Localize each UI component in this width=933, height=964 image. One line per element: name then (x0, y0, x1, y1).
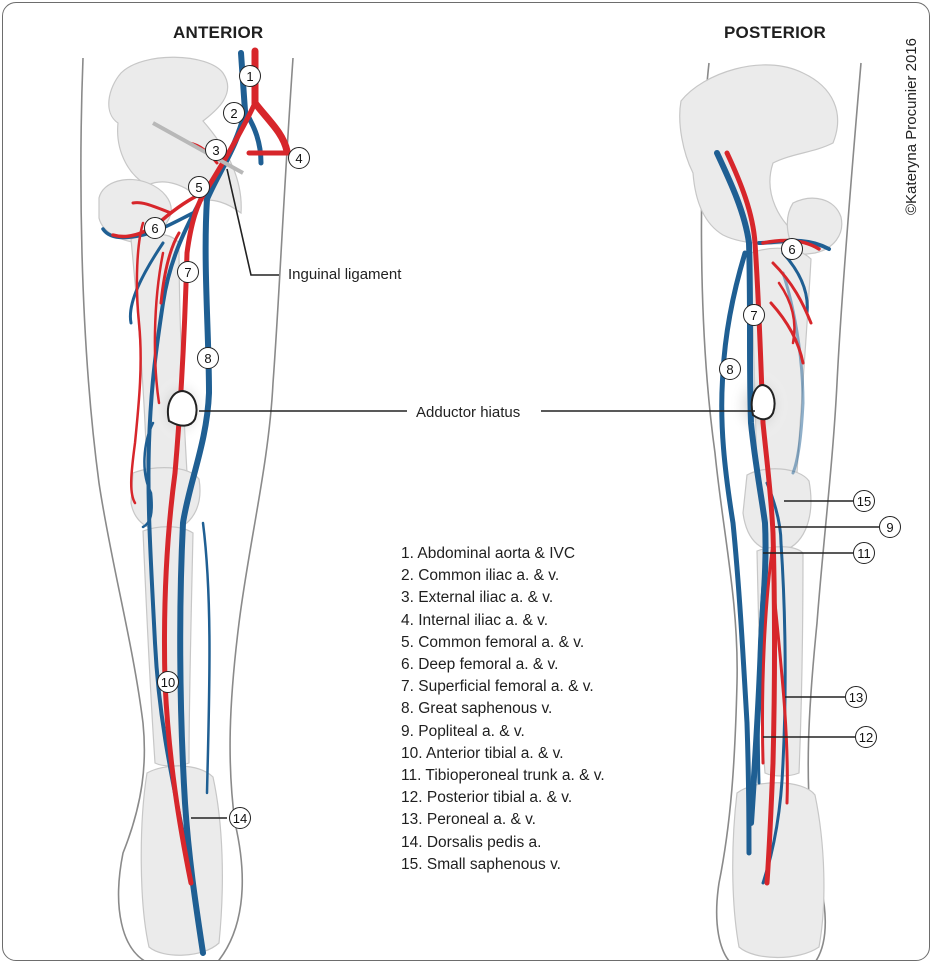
legend-item: 6. Deep femoral a. & v. (401, 654, 605, 676)
anterior-title: ANTERIOR (173, 23, 263, 43)
legend-item: 5. Common femoral a. & v. (401, 632, 605, 654)
marker-8-posterior: 8 (719, 358, 741, 380)
inguinal-ligament-label: Inguinal ligament (288, 266, 401, 283)
marker-12-posterior: 12 (855, 726, 877, 748)
posterior-title: POSTERIOR (724, 23, 826, 43)
legend-item: 1. Abdominal aorta & IVC (401, 543, 605, 565)
adductor-hiatus-anterior (168, 391, 197, 426)
marker-15-posterior: 15 (853, 490, 875, 512)
marker-4-anterior: 4 (288, 147, 310, 169)
legend-item: 12. Posterior tibial a. & v. (401, 787, 605, 809)
legend-list: 1. Abdominal aorta & IVC 2. Common iliac… (401, 543, 605, 876)
marker-3-anterior: 3 (205, 139, 227, 161)
marker-13-posterior: 13 (845, 686, 867, 708)
marker-1-anterior: 1 (239, 65, 261, 87)
marker-11-posterior: 11 (853, 542, 875, 564)
adductor-hiatus-label: Adductor hiatus (416, 404, 520, 421)
marker-7-anterior: 7 (177, 261, 199, 283)
posterior-leg (680, 63, 861, 961)
anterior-leg (81, 51, 293, 961)
adductor-hiatus-posterior (752, 385, 775, 419)
marker-6-anterior: 6 (144, 217, 166, 239)
legend-item: 15. Small saphenous v. (401, 854, 605, 876)
legend-item: 13. Peroneal a. & v. (401, 809, 605, 831)
legend-item: 4. Internal iliac a. & v. (401, 610, 605, 632)
legend-item: 7. Superficial femoral a. & v. (401, 676, 605, 698)
legend-item: 3. External iliac a. & v. (401, 587, 605, 609)
legend-item: 14. Dorsalis pedis a. (401, 832, 605, 854)
credit-text: ©Kateryna Procunier 2016 (903, 38, 920, 215)
legend-item: 11. Tibioperoneal trunk a. & v. (401, 765, 605, 787)
marker-10-anterior: 10 (157, 671, 179, 693)
marker-7-posterior: 7 (743, 304, 765, 326)
marker-2-anterior: 2 (223, 102, 245, 124)
legend-item: 8. Great saphenous v. (401, 698, 605, 720)
legend-item: 2. Common iliac a. & v. (401, 565, 605, 587)
marker-5-anterior: 5 (188, 176, 210, 198)
marker-6-posterior: 6 (781, 238, 803, 260)
marker-14-anterior: 14 (229, 807, 251, 829)
marker-9-posterior: 9 (879, 516, 901, 538)
marker-8-anterior: 8 (197, 347, 219, 369)
legend-item: 10. Anterior tibial a. & v. (401, 743, 605, 765)
legend-item: 9. Popliteal a. & v. (401, 721, 605, 743)
